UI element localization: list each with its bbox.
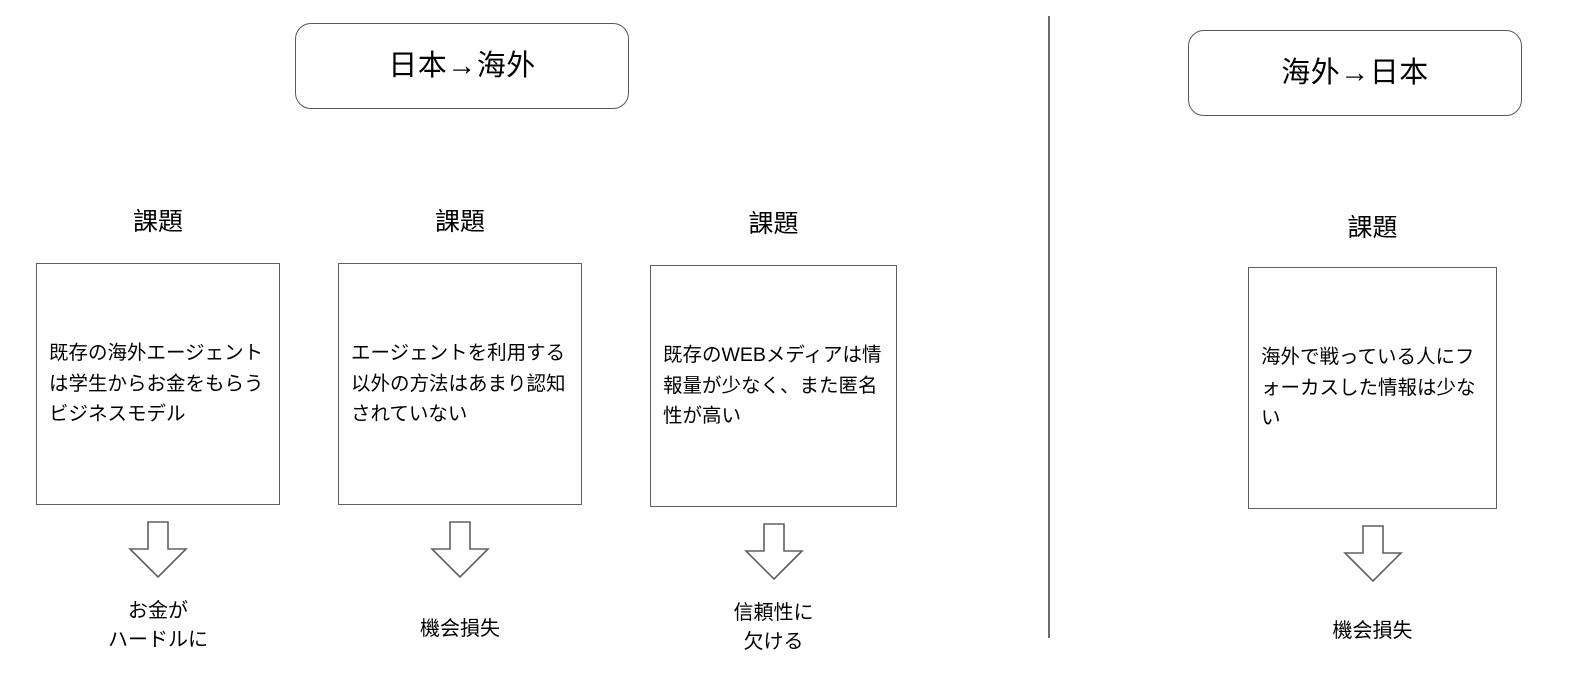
section-divider [1048, 16, 1050, 638]
issue-column-4-title: 課題 [1347, 214, 1398, 242]
section-header-left-label: 日本→海外 [388, 49, 536, 82]
down-arrow-icon-4 [1343, 525, 1403, 583]
down-arrow-icon-1 [128, 521, 188, 579]
issue-card-3-text: 既存のWEBメディアは情報量が少なく、また匿名性が高い [663, 343, 882, 428]
issue-outcome-3: 信頼性に 欠ける [733, 602, 814, 653]
issue-card-3: 既存のWEBメディアは情報量が少なく、また匿名性が高い [650, 265, 897, 507]
issue-card-1: 既存の海外エージェントは学生からお金をもらうビジネスモデル [36, 263, 280, 505]
section-header-right: 海外→日本 [1188, 30, 1522, 116]
issue-outcome-1: お金が ハードルに [108, 600, 208, 651]
issue-outcome-2: 機会損失 [420, 618, 500, 640]
section-header-left: 日本→海外 [295, 23, 629, 109]
issue-card-2-text: エージェントを利用する以外の方法はあまり認知されていない [351, 341, 566, 426]
issue-column-3-title: 課題 [748, 210, 799, 238]
issue-column-2-title: 課題 [434, 208, 485, 236]
issue-card-1-text: 既存の海外エージェントは学生からお金をもらうビジネスモデル [49, 341, 264, 426]
issue-column-1-title: 課題 [132, 208, 183, 236]
section-header-right-label: 海外→日本 [1281, 56, 1429, 89]
issue-outcome-4: 機会損失 [1332, 620, 1413, 642]
issue-card-4: 海外で戦っている人にフォーカスした情報は少ない [1248, 267, 1497, 509]
down-arrow-icon-2 [430, 521, 490, 579]
issue-card-4-text: 海外で戦っている人にフォーカスした情報は少ない [1261, 345, 1476, 430]
down-arrow-icon-3 [744, 523, 804, 581]
issue-card-2: エージェントを利用する以外の方法はあまり認知されていない [338, 263, 582, 505]
